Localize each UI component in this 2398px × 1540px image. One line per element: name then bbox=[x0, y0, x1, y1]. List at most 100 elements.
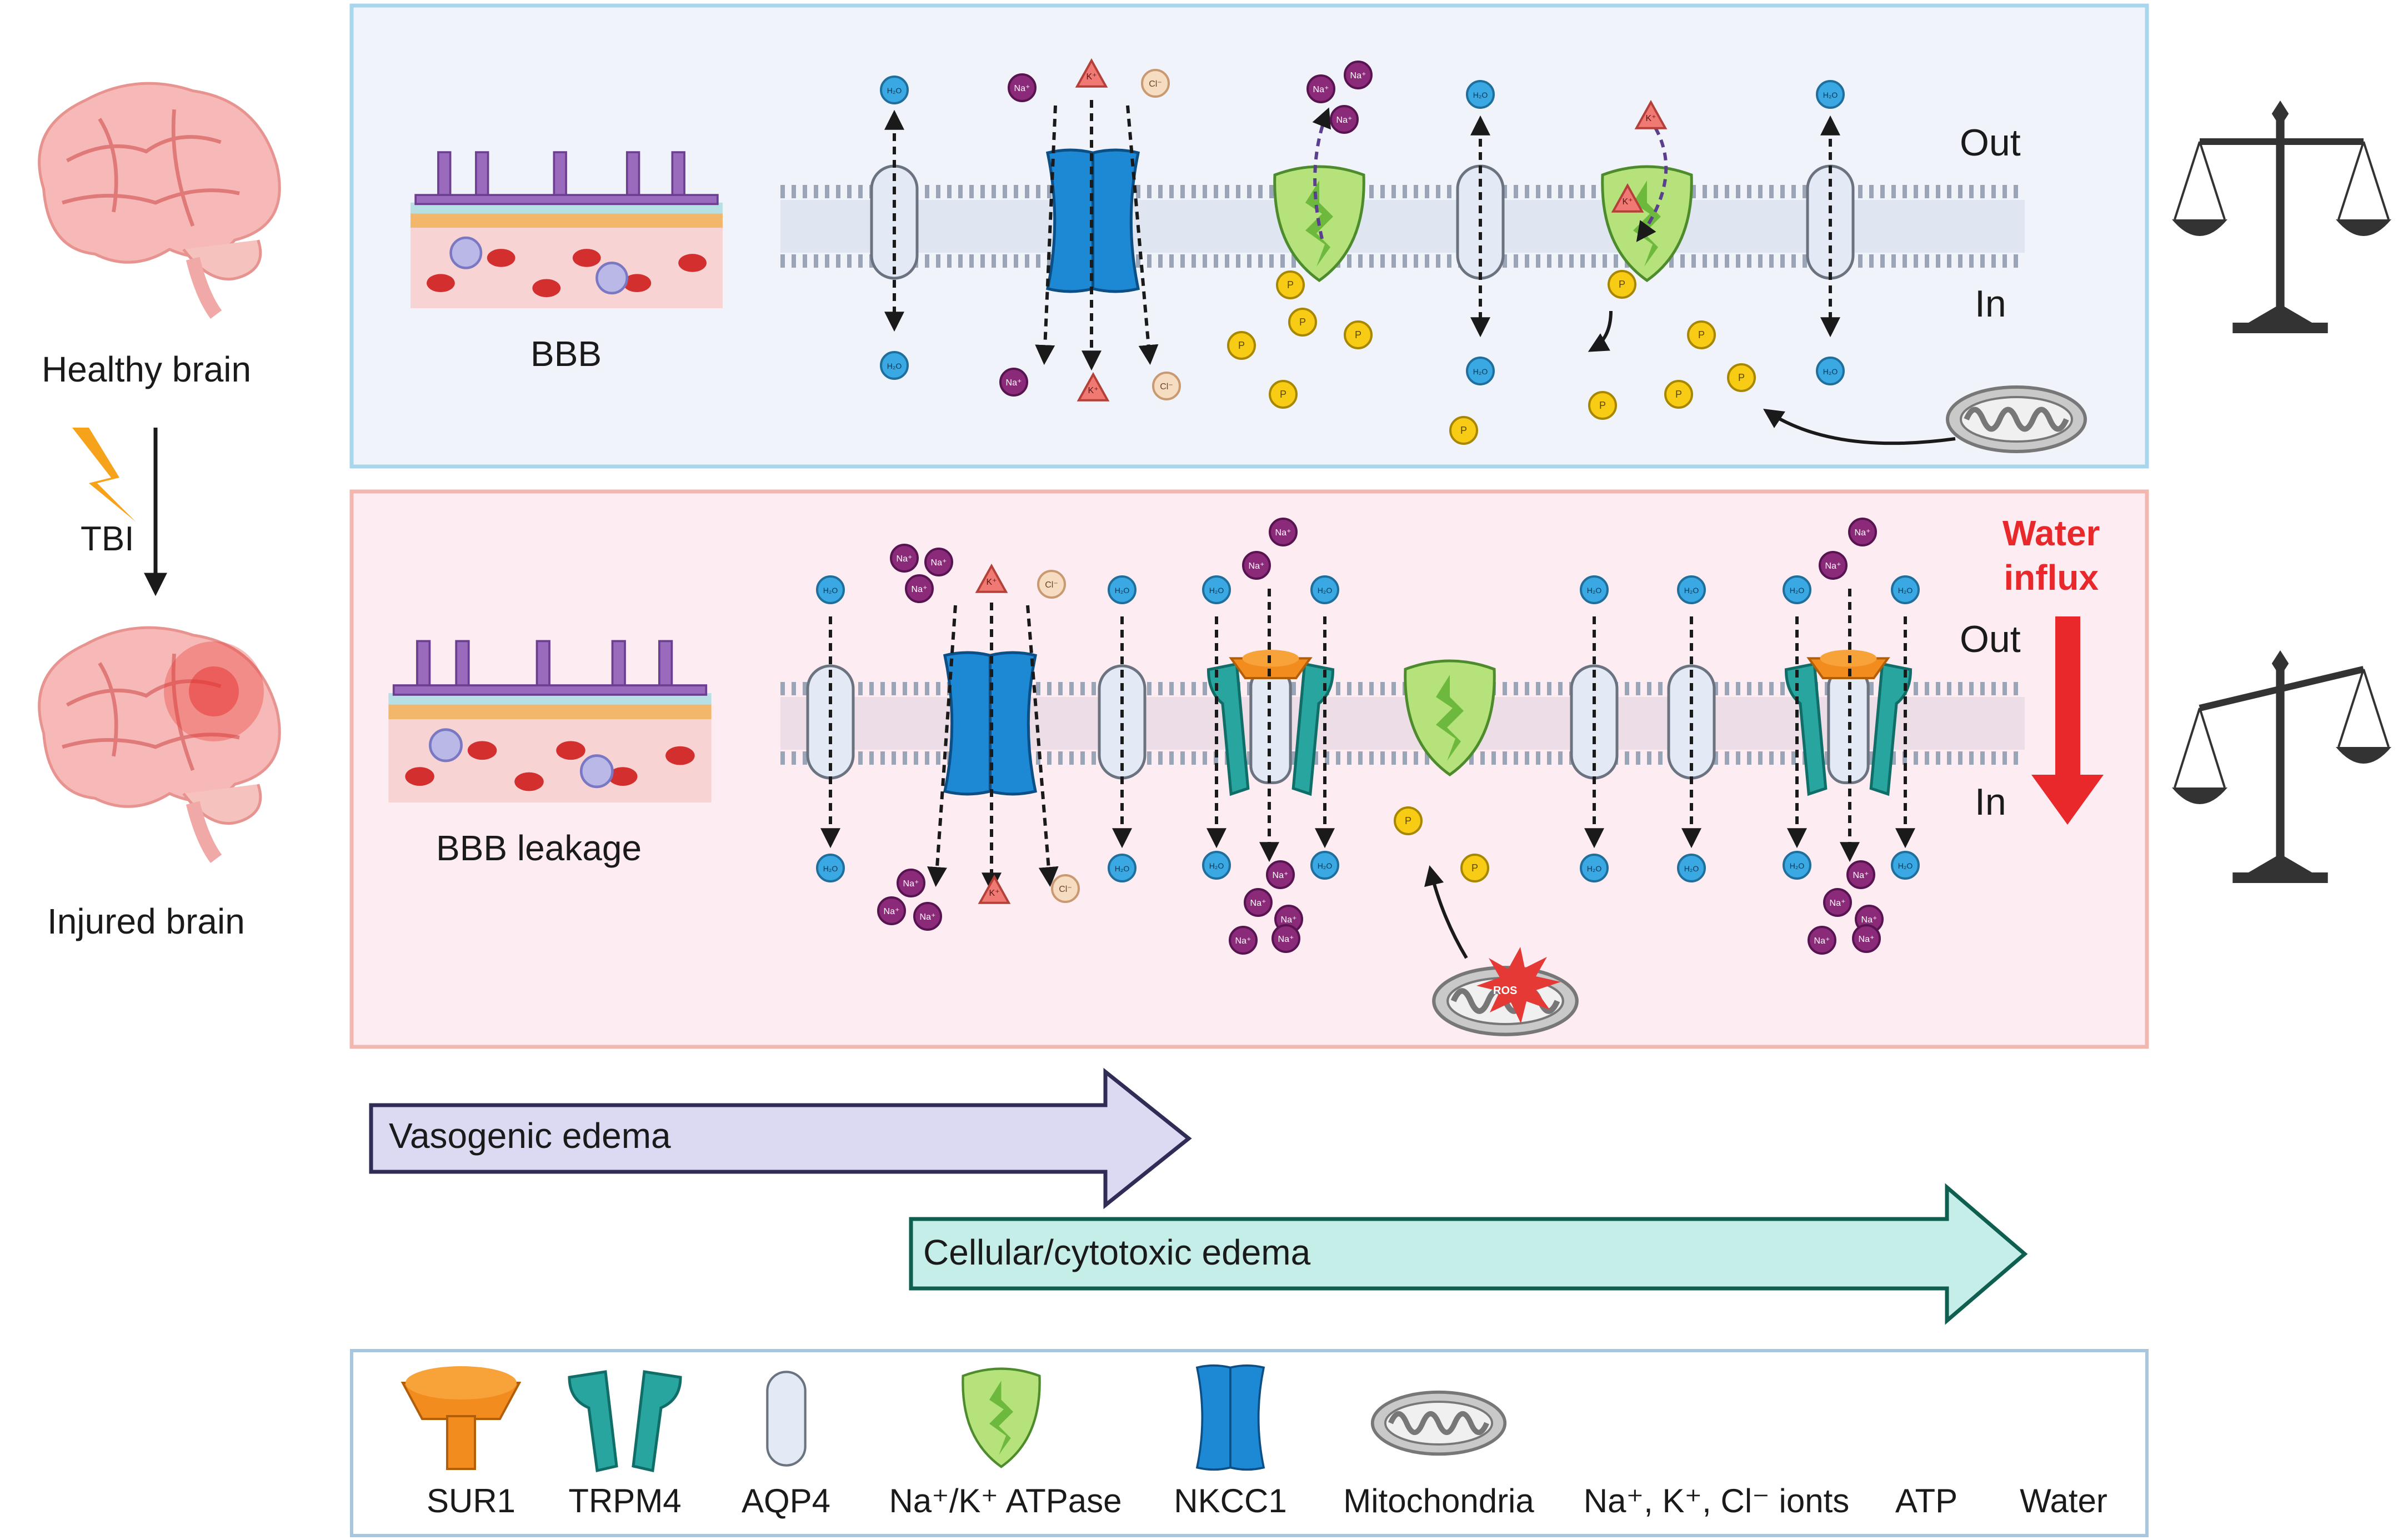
bottom-out-label: Out bbox=[1960, 618, 2021, 660]
sodium-molecule-label: Na⁺ bbox=[1235, 936, 1251, 946]
sodium-molecule-label: Na⁺ bbox=[1273, 871, 1289, 880]
water-molecule: H₂O bbox=[1891, 575, 1920, 604]
sodium-molecule: Na⁺ bbox=[905, 574, 934, 603]
top-mitochondria bbox=[1948, 387, 2085, 452]
sodium-molecule: Na⁺ bbox=[1242, 551, 1271, 580]
water-molecule: H₂O bbox=[1580, 575, 1609, 604]
water-molecule-label: H₂O bbox=[1115, 864, 1130, 873]
atp-molecule-label: P bbox=[1698, 329, 1705, 340]
water-molecule: H₂O bbox=[1677, 575, 1706, 604]
atp-molecule: P bbox=[1727, 363, 1756, 392]
balanced-scale-beam bbox=[2172, 138, 2391, 236]
atp-molecule: P bbox=[1687, 320, 1716, 349]
water-influx-label: Water influx bbox=[2002, 513, 2100, 598]
vasogenic-label: Vasogenic edema bbox=[389, 1116, 671, 1156]
atp-molecule-label: P bbox=[1460, 425, 1467, 436]
water-molecule: H₂O bbox=[1466, 80, 1495, 109]
sodium-molecule: Na⁺ bbox=[1344, 61, 1373, 89]
water-molecule-label: H₂O bbox=[1898, 861, 1913, 870]
atp-molecule: P bbox=[1269, 380, 1298, 409]
atp-molecule: P bbox=[1288, 308, 1317, 337]
water-influx-arrow bbox=[2031, 616, 2104, 825]
sodium-molecule: Na⁺ bbox=[1008, 73, 1037, 102]
sodium-molecule-label: Na⁺ bbox=[1250, 899, 1266, 908]
lightning-icon bbox=[72, 428, 136, 522]
sodium-molecule-label: Na⁺ bbox=[1006, 378, 1022, 388]
ros-label: ROS bbox=[1493, 985, 1518, 997]
chloride-molecule: Cl⁻ bbox=[1051, 874, 1080, 903]
legend-trpm4-icon bbox=[568, 1370, 682, 1473]
potassium-molecule-label: K⁺ bbox=[1645, 114, 1656, 123]
sodium-molecule: Na⁺ bbox=[1271, 924, 1300, 953]
atp-molecule-label: P bbox=[1280, 389, 1286, 400]
sodium-molecule-label: Na⁺ bbox=[1861, 915, 1878, 925]
atp-molecule: P bbox=[1449, 416, 1478, 445]
sodium-molecule-label: Na⁺ bbox=[912, 585, 928, 594]
aqp4-channel bbox=[872, 166, 917, 278]
bottom-transport-arrows bbox=[820, 589, 1915, 893]
chloride-molecule-label: Cl⁻ bbox=[1059, 885, 1072, 894]
potassium-molecule: K⁺ bbox=[978, 874, 1011, 904]
water-molecule-label: H₂O bbox=[1587, 586, 1602, 595]
atp-molecule-label: P bbox=[1355, 329, 1361, 340]
atp-molecule-label: P bbox=[1619, 279, 1625, 290]
cellular-arrow bbox=[909, 1183, 2028, 1325]
sodium-molecule: Na⁺ bbox=[1266, 860, 1295, 889]
legend-water-label: Water bbox=[2020, 1482, 2107, 1519]
sodium-molecule: Na⁺ bbox=[1819, 551, 1848, 580]
chloride-molecule: Cl⁻ bbox=[1037, 570, 1066, 599]
atp-molecule-label: P bbox=[1599, 400, 1606, 411]
sodium-molecule: Na⁺ bbox=[1229, 926, 1258, 955]
sodium-molecule: Na⁺ bbox=[1846, 860, 1875, 889]
legend-sur1-icon bbox=[400, 1366, 522, 1470]
injured-brain-label: Injured brain bbox=[47, 901, 245, 941]
water-molecule: H₂O bbox=[1891, 851, 1920, 880]
water-molecule-label: H₂O bbox=[1318, 586, 1333, 595]
sodium-molecule-label: Na⁺ bbox=[931, 558, 947, 568]
sodium-molecule: Na⁺ bbox=[1852, 924, 1881, 953]
water-molecule-label: H₂O bbox=[1823, 367, 1838, 376]
sodium-molecule-label: Na⁺ bbox=[1350, 71, 1366, 81]
atp-molecule-label: P bbox=[1405, 815, 1411, 826]
legend-ions-label: Na⁺, K⁺, Cl⁻ ionts bbox=[1583, 1482, 1850, 1519]
sodium-molecule: Na⁺ bbox=[1306, 74, 1335, 103]
sodium-molecule: Na⁺ bbox=[913, 902, 942, 931]
legend-nkcc1-icon bbox=[1196, 1364, 1265, 1471]
water-molecule: H₂O bbox=[1783, 575, 1811, 604]
sodium-molecule: Na⁺ bbox=[999, 368, 1028, 397]
sodium-molecule-label: Na⁺ bbox=[1313, 85, 1329, 94]
atp-molecule: P bbox=[1276, 270, 1305, 299]
sodium-molecule-label: Na⁺ bbox=[1825, 561, 1841, 571]
water-molecule-label: H₂O bbox=[1790, 586, 1805, 595]
bottom-in-label: In bbox=[1975, 781, 2006, 823]
sodium-molecule-label: Na⁺ bbox=[1275, 528, 1291, 538]
aqp4-channel bbox=[1099, 666, 1145, 778]
legend-aqp4-icon bbox=[767, 1372, 805, 1465]
bbb-leakage-label: BBB leakage bbox=[436, 828, 642, 868]
cellular-label: Cellular/cytotoxic edema bbox=[923, 1232, 1311, 1272]
sodium-molecule: Na⁺ bbox=[877, 896, 906, 925]
sodium-molecule-label: Na⁺ bbox=[1249, 561, 1265, 571]
sodium-molecule: Na⁺ bbox=[1269, 518, 1298, 546]
chloride-molecule-label: Cl⁻ bbox=[1160, 382, 1173, 392]
chloride-molecule-label: Cl⁻ bbox=[1149, 79, 1162, 89]
sodium-molecule-label: Na⁺ bbox=[1859, 935, 1875, 944]
sodium-molecule-label: Na⁺ bbox=[1014, 84, 1030, 93]
atp-molecule: P bbox=[1588, 391, 1617, 420]
sodium-molecule: Na⁺ bbox=[890, 544, 919, 573]
water-molecule-label: H₂O bbox=[823, 586, 838, 595]
tbi-label: TBI bbox=[81, 520, 134, 558]
potassium-molecule-label: K⁺ bbox=[1622, 197, 1633, 207]
atp-molecule: P bbox=[1344, 320, 1373, 349]
water-molecule-label: H₂O bbox=[1115, 586, 1130, 595]
water-molecule-label: H₂O bbox=[1318, 861, 1333, 870]
atp-molecule: P bbox=[1460, 854, 1489, 882]
water-molecule-label: H₂O bbox=[823, 864, 838, 873]
water-molecule-label: H₂O bbox=[1684, 586, 1699, 595]
legend-aqp4-label: AQP4 bbox=[741, 1482, 831, 1519]
water-molecule: H₂O bbox=[1202, 851, 1231, 880]
sodium-molecule-label: Na⁺ bbox=[920, 912, 936, 922]
sodium-molecule: Na⁺ bbox=[924, 548, 953, 576]
healthy-brain-image bbox=[39, 83, 280, 314]
sodium-molecule-label: Na⁺ bbox=[1814, 936, 1830, 946]
